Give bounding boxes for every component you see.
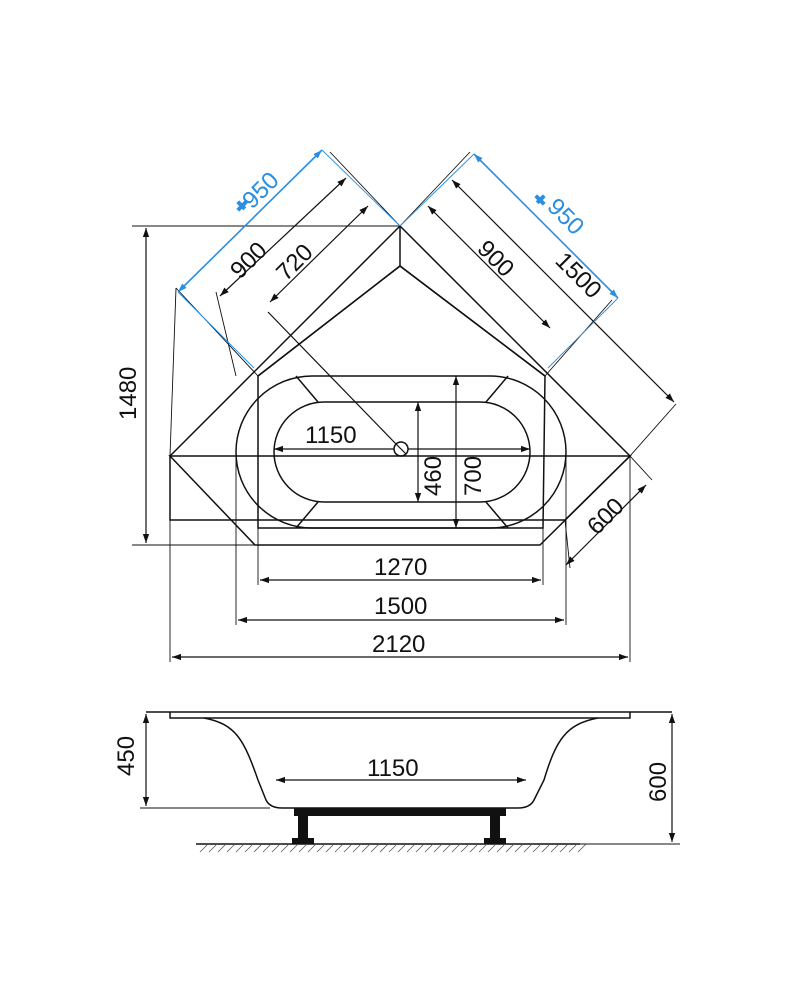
floor-hatch [199,843,587,853]
dim-left-outer: 900 [225,237,272,284]
floor-hatch-line [559,843,569,853]
floor-hatch-line [370,843,380,853]
tub-outer-bottom [168,455,632,546]
floor-hatch-line [406,843,416,853]
basin-inner [273,401,531,503]
floor-hatch-line [550,843,560,853]
floor-hatch-line [505,843,515,853]
floor-hatch-line [496,843,506,853]
floor-hatch-line [523,843,533,853]
floor-hatch-line [451,843,461,853]
dim-left-inner: 720 [271,239,318,286]
dim-side-base: 1150 [367,755,419,782]
floor-hatch-line [460,843,470,853]
floor-hatch-line [397,843,407,853]
floor-hatch-line [244,843,254,853]
dim-side-left: 450 [113,736,140,776]
floor-hatch-line [226,843,236,853]
floor-hatch-line [487,843,497,853]
side-view: 1150 450 600 [113,711,680,853]
floor-hatch-line [271,843,281,853]
dim-right-diag: 1500 [550,247,607,304]
tub-outer-outline [169,224,632,521]
dim-height: 1480 [115,367,142,420]
floor-hatch-line [514,843,524,853]
drain-icon [393,441,409,457]
side-base-plate [294,808,506,816]
plan-view: 1150 460 700 1480 1270 1500 2120 600 [115,149,677,662]
dim-side-right: 600 [645,762,672,802]
floor-hatch-line [442,843,452,853]
floor-hatch-line [199,843,209,853]
floor-hatch-line [433,843,443,853]
floor-hatch-line [541,843,551,853]
dim-bottom-1270: 1270 [374,554,427,581]
floor-hatch-line [424,843,434,853]
side-leg-right [490,816,500,844]
floor-hatch-line [415,843,425,853]
dim-tap-right: 950 [542,193,589,240]
floor-hatch-line [532,843,542,853]
floor-hatch-line [478,843,488,853]
floor-hatch-line [334,843,344,853]
dim-corner: 600 [582,493,629,540]
floor-hatch-line [217,843,227,853]
tap-icon [236,200,248,212]
dim-inner-length: 1150 [305,422,357,449]
dim-bottom-2120: 2120 [372,631,425,658]
tap-icon [534,194,546,206]
floor-hatch-line [568,843,578,853]
floor-hatch-line [307,843,317,853]
floor-hatch-line [325,843,335,853]
floor-hatch-line [352,843,362,853]
floor-hatch-line [388,843,398,853]
side-leg-left [298,816,308,844]
floor-hatch-line [469,843,479,853]
floor-hatch-line [208,843,218,853]
floor-hatch-line [289,843,299,853]
floor-hatch-line [316,843,326,853]
basin-outer [235,375,567,529]
tub-rim-outline [257,265,546,529]
floor-hatch-line [361,843,371,853]
floor-hatch-line [298,843,308,853]
dim-bottom-1500: 1500 [374,593,427,620]
floor-hatch-line [262,843,272,853]
dim-outer-width: 700 [460,456,487,496]
floor-hatch-line [235,843,245,853]
floor-hatch-line [379,843,389,853]
floor-hatch-line [343,843,353,853]
floor-hatch-line [577,843,587,853]
dim-right-outer: 900 [472,235,519,282]
dim-inner-width: 460 [420,456,447,496]
floor-hatch-line [280,843,290,853]
floor-hatch-line [253,843,263,853]
